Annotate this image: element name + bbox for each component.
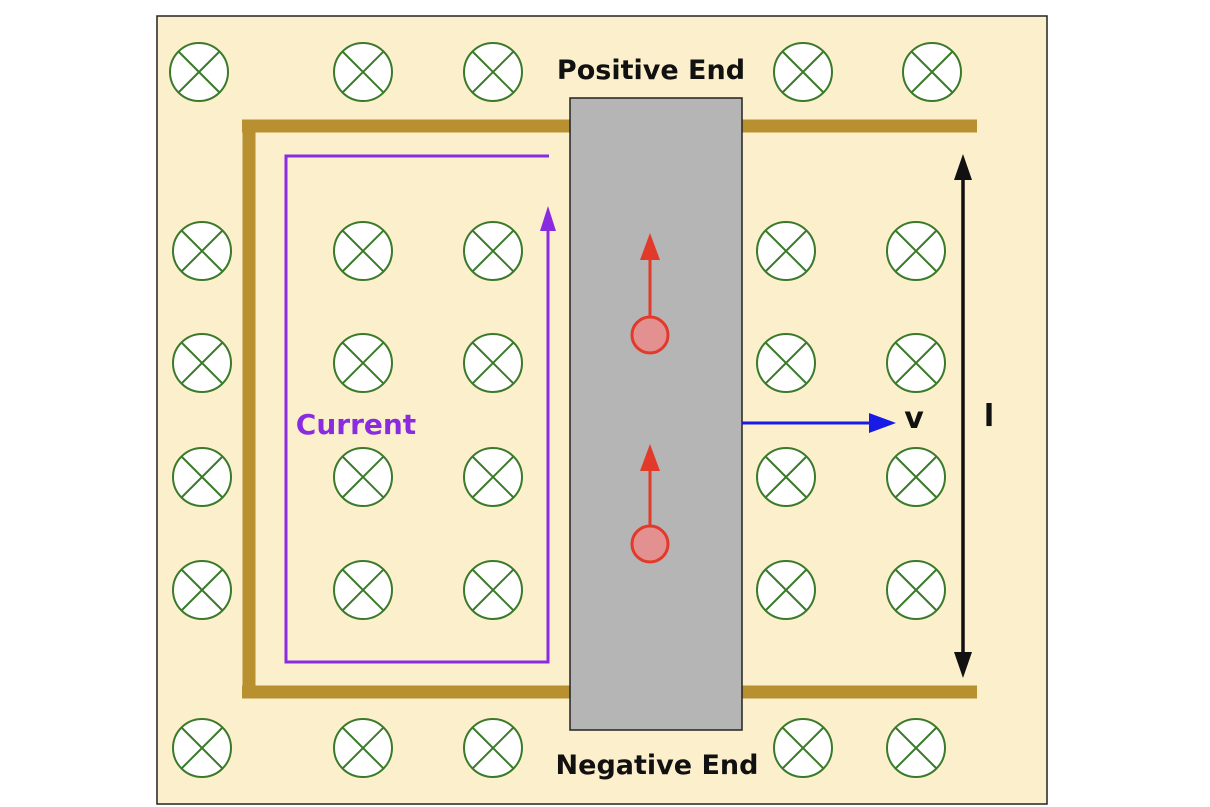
length-label: l [984, 399, 994, 434]
x-in-circle-icon [463, 560, 523, 620]
x-in-circle-icon [773, 42, 833, 102]
positive-charge-icon [630, 524, 670, 564]
force-arrow-lower [640, 444, 660, 471]
current-label: Current [296, 408, 416, 441]
x-in-circle-icon [886, 718, 946, 778]
x-in-circle-icon [756, 560, 816, 620]
x-in-circle-icon [886, 221, 946, 281]
x-in-circle-icon [463, 718, 523, 778]
x-in-circle-icon [756, 333, 816, 393]
current-loop [284, 154, 556, 664]
x-in-circle-icon [172, 447, 232, 507]
x-in-circle-icon [172, 718, 232, 778]
charge-lower [630, 444, 670, 564]
x-in-circle-icon [172, 221, 232, 281]
magnetic-field-symbols [169, 42, 962, 778]
length-arrow-head-bottom [954, 652, 972, 678]
x-in-circle-icon [902, 42, 962, 102]
x-in-circle-icon [333, 333, 393, 393]
x-in-circle-icon [886, 560, 946, 620]
x-in-circle-icon [463, 221, 523, 281]
velocity-label: v [904, 401, 924, 436]
x-in-circle-icon [886, 447, 946, 507]
x-in-circle-icon [169, 42, 229, 102]
current-arrow-head [540, 206, 556, 231]
length-arrow [954, 154, 972, 678]
x-in-circle-icon [172, 333, 232, 393]
force-arrow-upper [640, 233, 660, 260]
x-in-circle-icon [463, 42, 523, 102]
charge-upper [630, 233, 670, 355]
x-in-circle-icon [172, 560, 232, 620]
x-in-circle-icon [333, 42, 393, 102]
negative-end-label: Negative End [556, 750, 759, 781]
x-in-circle-icon [463, 333, 523, 393]
x-in-circle-icon [756, 221, 816, 281]
x-in-circle-icon [756, 447, 816, 507]
x-in-circle-icon [333, 560, 393, 620]
positive-charge-icon [630, 315, 670, 355]
moving-rod [569, 97, 743, 731]
x-in-circle-icon [333, 718, 393, 778]
velocity-arrow [742, 413, 896, 433]
x-in-circle-icon [463, 447, 523, 507]
length-arrow-head-top [954, 154, 972, 180]
current-path [284, 154, 550, 664]
x-in-circle-icon [333, 221, 393, 281]
x-in-circle-icon [333, 447, 393, 507]
velocity-arrow-head [869, 413, 896, 433]
positive-end-label: Positive End [557, 55, 745, 86]
x-in-circle-icon [773, 718, 833, 778]
x-in-circle-icon [886, 333, 946, 393]
